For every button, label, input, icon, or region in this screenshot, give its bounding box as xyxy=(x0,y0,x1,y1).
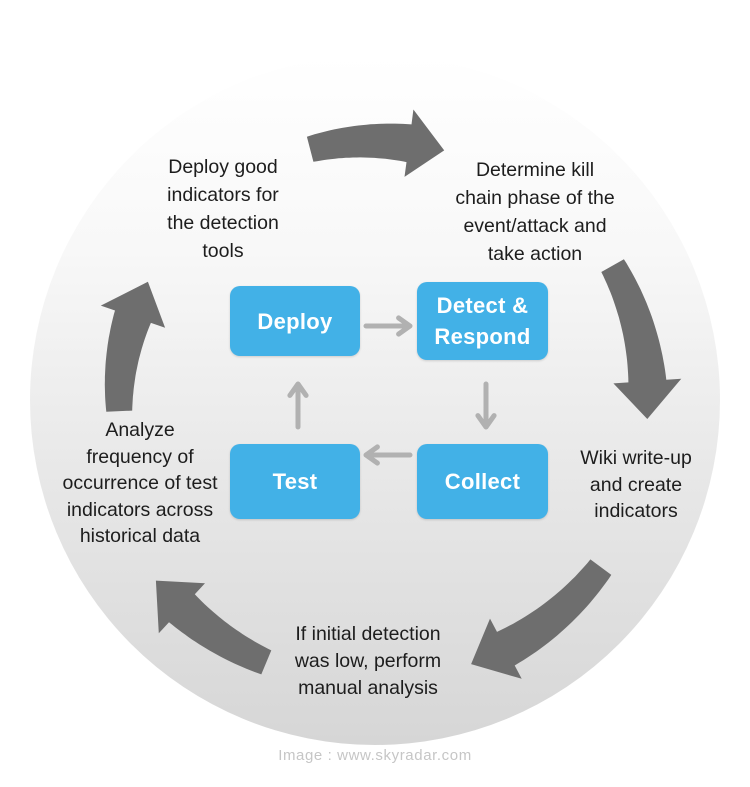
note-determine-kill-chain: Determine kill chain phase of the event/… xyxy=(455,159,615,265)
note-manual-analysis: If initial detection was low, perform ma… xyxy=(294,623,442,699)
box-test-label: Test xyxy=(272,469,318,494)
note-analyze-frequency: Analyze frequency of occurrence of test … xyxy=(62,419,218,547)
box-detect-respond: Detect & Respond xyxy=(417,282,548,360)
box-detect-respond-label: Detect & Respond xyxy=(434,293,531,349)
box-collect: Collect xyxy=(417,444,548,519)
box-deploy: Deploy xyxy=(230,286,360,356)
box-test: Test xyxy=(230,444,360,519)
image-credit: Image : www.skyradar.com xyxy=(278,747,472,764)
box-collect-label: Collect xyxy=(444,469,521,494)
note-wiki-writeup: Wiki write-up and create indicators xyxy=(580,447,692,522)
box-deploy-label: Deploy xyxy=(257,308,333,334)
note-deploy-indicators: Deploy good indicators for the detection… xyxy=(167,156,279,262)
